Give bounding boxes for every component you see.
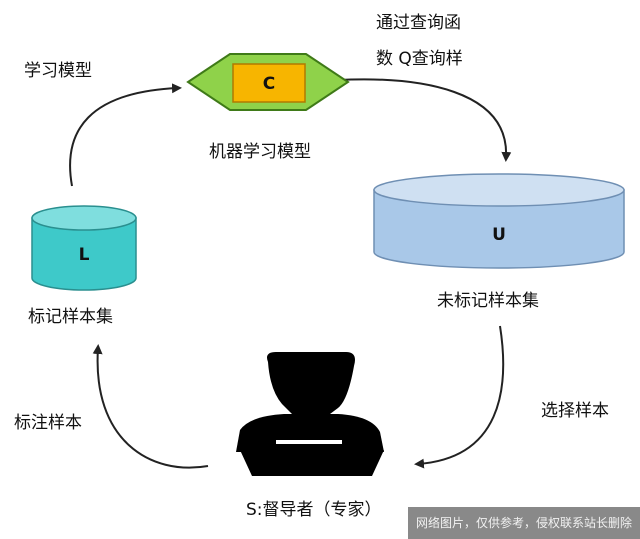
edge-label-select: 选择样本	[541, 401, 609, 421]
unlabeled-set-cylinder: U	[373, 173, 625, 269]
supervisor-label: S:督导者（专家）	[246, 500, 382, 520]
model-label: 机器学习模型	[209, 142, 311, 162]
arrow-unlabeled-to-supervisor	[414, 325, 505, 469]
edge-label-learn: 学习模型	[24, 61, 92, 81]
edge-label-query-line1: 通过查询函	[376, 13, 461, 33]
unlabeled-letter: U	[492, 225, 506, 245]
unlabeled-label: 未标记样本集	[437, 291, 539, 311]
arrow-model-to-unlabeled	[337, 78, 512, 162]
edge-label-query-line2: 数 Q查询样	[376, 49, 463, 69]
person-at-laptop-icon	[236, 352, 384, 476]
watermark-banner: 网络图片，仅供参考，侵权联系站长删除	[408, 507, 640, 539]
labeled-set-cylinder: L	[31, 205, 137, 291]
edge-label-annotate: 标注样本	[14, 413, 82, 433]
model-letter: C	[263, 74, 275, 94]
arrow-labeled-to-model	[69, 83, 182, 187]
model-node: C	[186, 53, 350, 111]
labeled-label: 标记样本集	[28, 307, 113, 327]
arrow-supervisor-to-labeled	[92, 344, 209, 469]
model-inner-box	[232, 63, 306, 103]
labeled-letter: L	[79, 245, 90, 265]
